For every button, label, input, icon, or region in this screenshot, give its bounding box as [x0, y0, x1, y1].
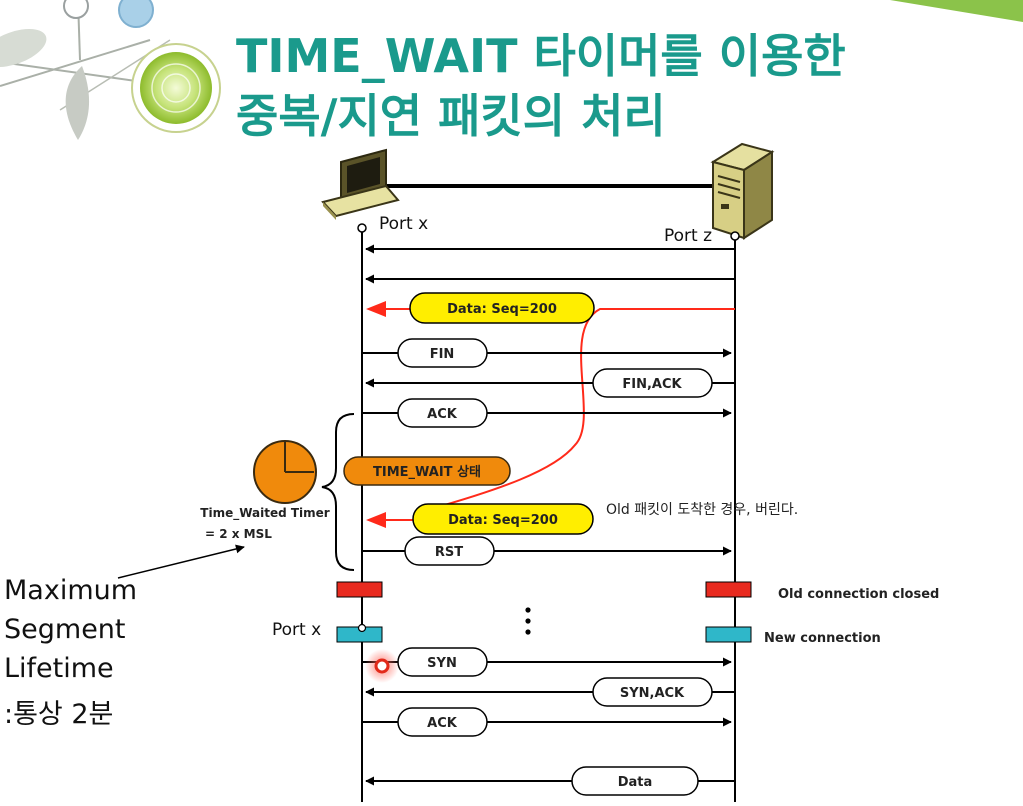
data-seq-pill-2 [412, 503, 594, 535]
syn-label: SYN [427, 656, 457, 671]
syn-ack-label: SYN,ACK [620, 686, 685, 701]
fin-ack-label: FIN,ACK [622, 377, 682, 392]
fin-ack-pill [592, 368, 713, 398]
delayed-packet-path [419, 308, 735, 513]
ack-pill-2 [397, 707, 488, 737]
data-seq-label-1: Data: Seq=200 [447, 302, 557, 317]
timer-clock-icon [253, 440, 317, 504]
data-pill [571, 766, 699, 796]
data-label: Data [618, 775, 653, 790]
ack-label-1: ACK [427, 407, 458, 422]
rst-pill [404, 536, 495, 566]
msl-note-line-1: Maximum [4, 575, 138, 606]
new-port-label: Port x [272, 620, 321, 640]
cursor-highlight [365, 649, 399, 683]
old-connection-closed-label: Old connection closed [778, 587, 939, 602]
fin-pill [397, 338, 488, 368]
fin-label: FIN [430, 347, 455, 362]
old-connection-bar-server [705, 581, 752, 598]
time-wait-state-pill [343, 456, 511, 486]
decoration-top-right [890, 0, 1023, 22]
laptop-icon [321, 148, 400, 220]
slide-title-line-2: 중복/지연 패킷의 처리 [236, 89, 666, 143]
msl-note-line-2: Segment [4, 614, 126, 645]
time-wait-brace [321, 413, 355, 571]
msl-note-line-4: :통상 2분 [4, 699, 114, 730]
ack-pill-1 [397, 398, 488, 428]
msl-pointer-arrow [117, 544, 245, 579]
syn-ack-pill [592, 677, 713, 707]
server-icon [710, 142, 775, 240]
ellipsis-dots [525, 607, 531, 635]
msl-note-line-3: Lifetime [4, 653, 114, 684]
server-port-label: Port z [664, 226, 712, 246]
client-port-dot [357, 223, 367, 233]
delayed-arrowhead-2 [366, 512, 386, 528]
timer-label-1: Time_Waited Timer [200, 506, 330, 521]
new-connection-label: New connection [764, 631, 881, 646]
new-port-dot [357, 623, 367, 633]
rst-label: RST [435, 545, 463, 560]
new-connection-bar-server [705, 626, 752, 643]
old-connection-bar-client [336, 581, 383, 598]
server-port-dot [730, 231, 740, 241]
delayed-arrowhead-1 [366, 301, 386, 317]
ack-label-2: ACK [427, 716, 458, 731]
data-seq-pill-1 [409, 292, 595, 324]
old-packet-note: Old 패킷이 도착한 경우, 버린다. [606, 502, 798, 518]
slide-title-line-1: TIME_WAIT 타이머를 이용한 [236, 29, 846, 83]
timer-label-2: = 2 x MSL [205, 527, 272, 541]
client-port-label: Port x [379, 214, 428, 234]
decoration-top-left [0, 0, 221, 140]
data-seq-label-2: Data: Seq=200 [448, 513, 558, 528]
time-wait-state-label: TIME_WAIT 상태 [373, 465, 481, 480]
